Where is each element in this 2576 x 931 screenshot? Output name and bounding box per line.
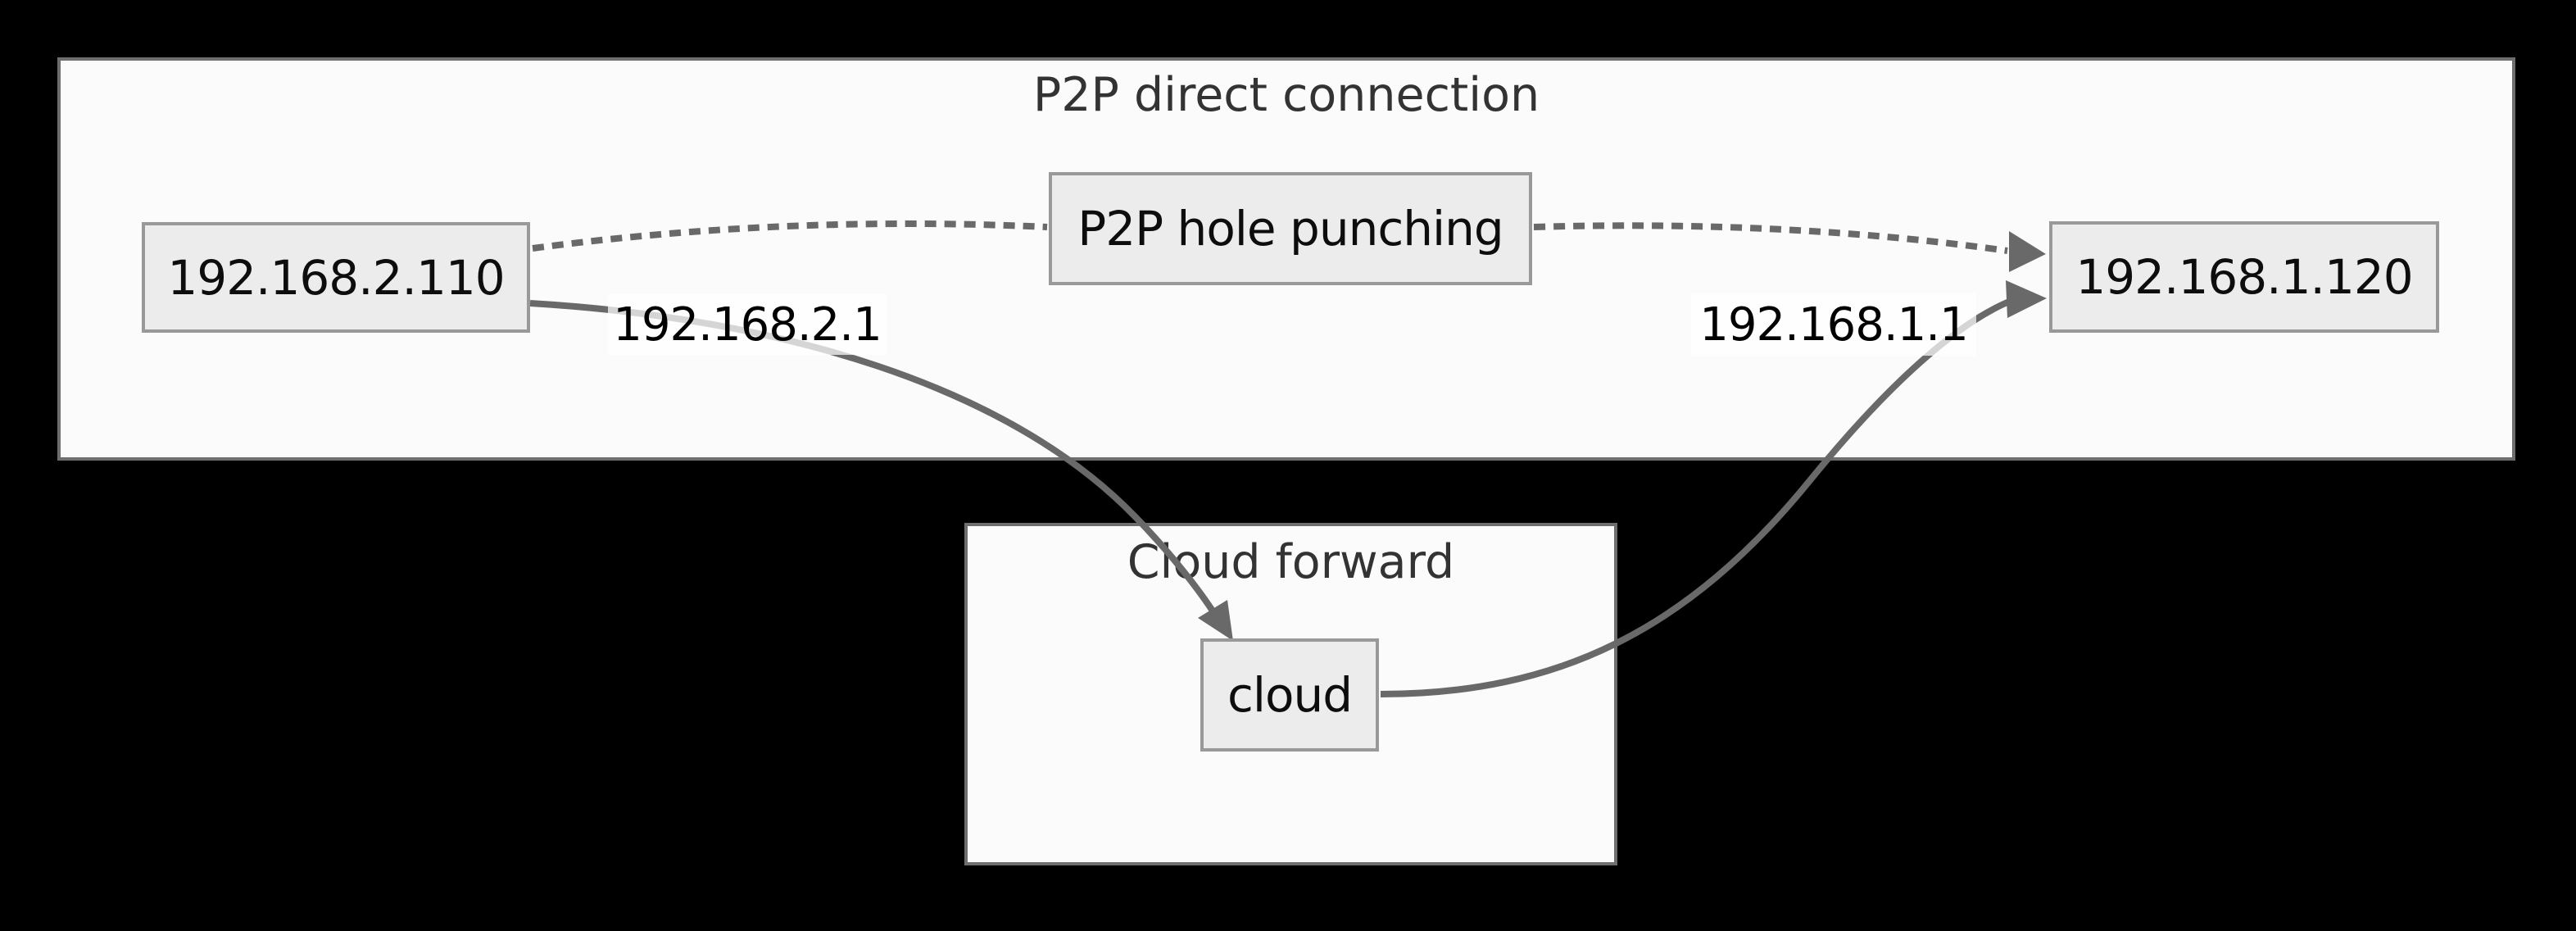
cluster-title-p2p-direct-connection: P2P direct connection: [1032, 68, 1540, 122]
node-cloud: cloud: [1200, 638, 1379, 752]
edge-label-gateway-192-168-2-1: 192.168.2.1: [608, 294, 887, 355]
node-peer-a-192-168-2-110: 192.168.2.110: [142, 222, 530, 333]
cluster-title-cloud-forward: Cloud forward: [1127, 535, 1455, 589]
edge-label-gateway-192-168-1-1: 192.168.1.1: [1691, 293, 1976, 356]
arrowhead-into-cloud-icon: [1198, 600, 1233, 641]
node-peer-b-192-168-1-120: 192.168.1.120: [2049, 221, 2439, 333]
edge-cloud-to-peer-b: [1380, 298, 2011, 697]
edge-dotted-peer-a-to-hole-punching: [532, 220, 1048, 252]
arrowhead-into-peer-b-solid-icon: [2006, 280, 2047, 318]
edge-dotted-hole-punching-to-peer-b: [1533, 222, 2008, 254]
node-p2p-hole-punching: P2P hole punching: [1049, 172, 1532, 285]
arrowhead-into-peer-b-dotted-icon: [2009, 231, 2046, 272]
